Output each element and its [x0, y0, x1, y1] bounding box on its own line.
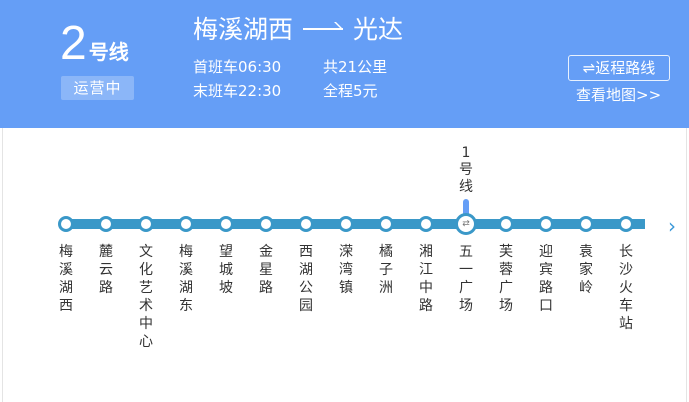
station-label[interactable]: 文化艺术中心 — [139, 244, 153, 350]
station-label[interactable]: 梅溪湖东 — [179, 244, 193, 314]
distance: 共21公里 — [323, 58, 388, 76]
status-badge: 运营中 — [61, 76, 134, 100]
arrow-right-icon — [303, 18, 344, 38]
destination-station: 光达 — [353, 15, 404, 44]
line-number: 2 号线 — [60, 20, 129, 68]
origin-station: 梅溪湖西 — [193, 15, 294, 44]
station-label[interactable]: 长沙火车站 — [619, 244, 633, 332]
station-label[interactable]: 五一广场 — [459, 244, 473, 314]
chevron-right-icon[interactable]: › — [668, 214, 676, 238]
station-dot[interactable] — [138, 216, 154, 232]
reverse-route-button[interactable]: ⇌返程路线 — [568, 55, 670, 81]
transfer-line-stub — [463, 199, 469, 215]
station-label[interactable]: 梅溪湖西 — [59, 244, 73, 314]
line-diagram-frame — [2, 128, 687, 402]
station-label[interactable]: 金星路 — [259, 244, 273, 296]
station-dot[interactable] — [298, 216, 314, 232]
station-label[interactable]: 袁家岭 — [579, 244, 593, 296]
station-dot[interactable] — [618, 216, 634, 232]
station-label[interactable]: 芙蓉广场 — [499, 244, 513, 314]
transfer-line-label[interactable]: 1号线 — [459, 145, 473, 195]
station-dot[interactable] — [498, 216, 514, 232]
station-label[interactable]: 西湖公园 — [299, 244, 313, 314]
view-map-link[interactable]: 查看地图>> — [576, 86, 662, 104]
station-label[interactable]: 麓云路 — [99, 244, 113, 296]
fare: 全程5元 — [323, 82, 378, 100]
station-dot[interactable] — [218, 216, 234, 232]
transfer-station-dot[interactable]: ⇄ — [455, 213, 477, 235]
line-number-suffix: 号线 — [88, 40, 129, 64]
station-dot[interactable] — [178, 216, 194, 232]
station-label[interactable]: 湘江中路 — [419, 244, 433, 314]
station-dot[interactable] — [258, 216, 274, 232]
station-dot[interactable] — [378, 216, 394, 232]
line-header: 2 号线 运营中 梅溪湖西 光达 首班车06:30 末班车22:30 共21公里… — [0, 0, 689, 128]
station-dot[interactable] — [338, 216, 354, 232]
station-dot[interactable] — [98, 216, 114, 232]
station-label[interactable]: 迎宾路口 — [539, 244, 553, 314]
station-dot[interactable] — [578, 216, 594, 232]
last-train: 末班车22:30 — [193, 82, 282, 100]
station-dot[interactable] — [58, 216, 74, 232]
first-train: 首班车06:30 — [193, 58, 282, 76]
station-label[interactable]: 溁湾镇 — [339, 244, 353, 296]
station-dot[interactable] — [418, 216, 434, 232]
line-number-digit: 2 — [60, 17, 87, 70]
route-title: 梅溪湖西 光达 — [193, 10, 403, 46]
station-label[interactable]: 橘子洲 — [379, 244, 393, 296]
station-label[interactable]: 望城坡 — [219, 244, 233, 296]
station-dot[interactable] — [538, 216, 554, 232]
